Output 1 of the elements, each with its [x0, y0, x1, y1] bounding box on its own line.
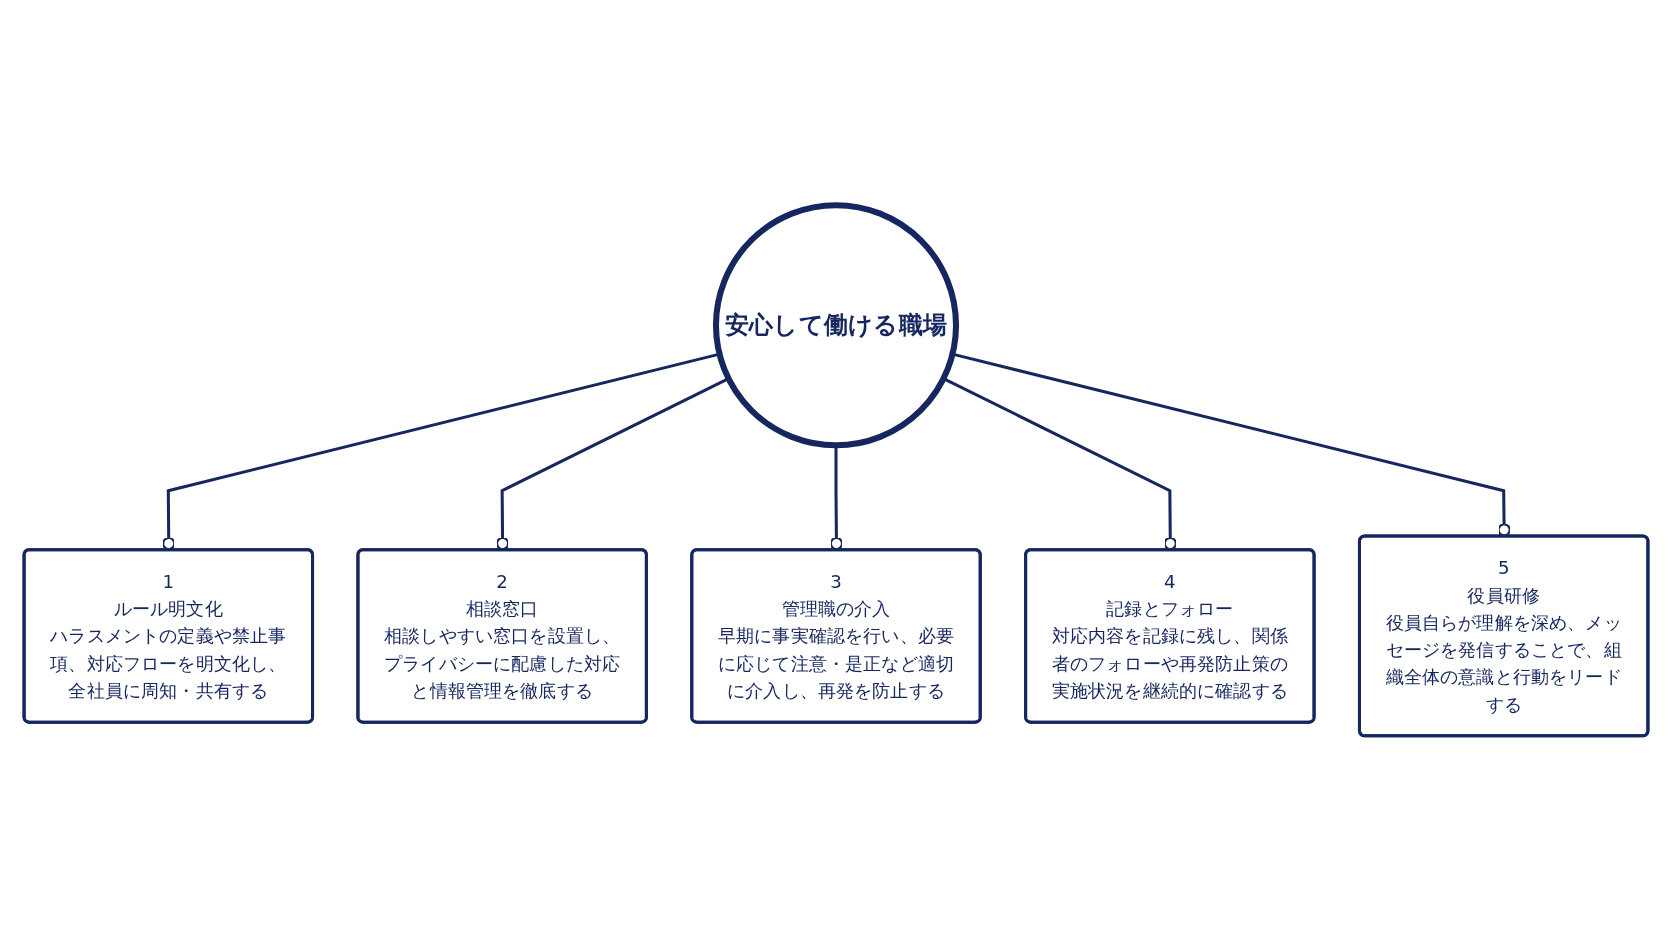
node-circle: 安心して働ける職場 — [712, 202, 960, 449]
